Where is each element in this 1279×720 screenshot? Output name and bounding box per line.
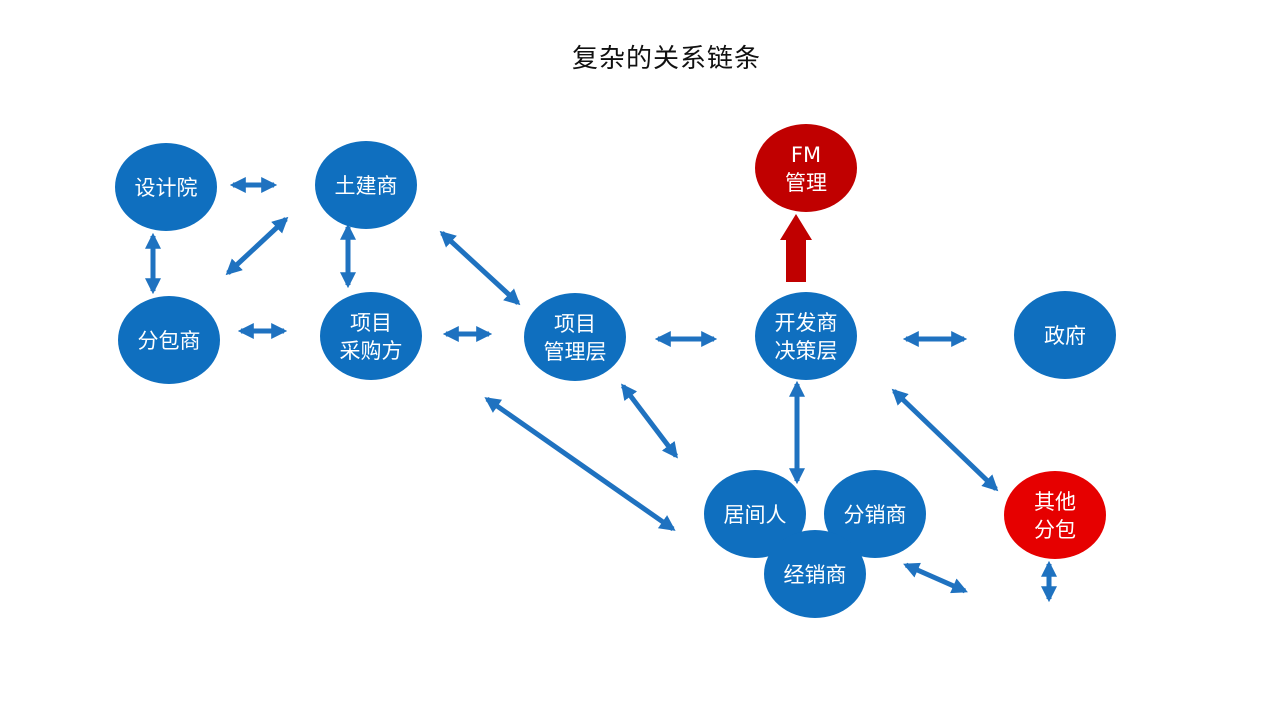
arrow-procurement-distributors [484,396,676,532]
node-label: 分销商 [844,503,907,527]
node-fm-management: FM 管理 [755,124,857,212]
node-label: 开发商 [775,311,838,335]
arrow-civil-management [439,230,521,306]
node-civil-contractor: 土建商 [315,141,417,229]
node-other-subcontract: 其他 分包 [1004,471,1106,559]
node-label: 决策层 [775,339,838,363]
node-label: 采购方 [340,339,403,363]
node-subcontractor: 分包商 [118,296,220,384]
node-project-procurement: 项目 采购方 [320,292,422,380]
arrow-distributor-right [903,562,968,594]
page-title: 复杂的关系链条 [571,44,761,74]
node-government: 政府 [1014,291,1116,379]
node-broker: 居间人 [704,470,806,558]
arrow-civil-subcontractor-diagonal [225,216,289,276]
node-label: 设计院 [135,176,198,200]
node-sub-distributor: 分销商 [824,470,926,558]
node-project-management: 项目 管理层 [524,293,626,381]
connectors [144,176,1058,603]
node-design-institute: 设计院 [115,143,217,231]
node-label: 政府 [1044,324,1086,348]
node-developer-decision: 开发商 决策层 [755,292,857,380]
node-label: 项目 [350,311,392,335]
node-label: 分包商 [138,329,201,353]
arrow-developer-other [891,388,999,492]
node-label: 居间人 [724,503,787,527]
node-label: 分包 [1034,518,1076,542]
node-label: 经销商 [784,563,847,587]
node-label: 土建商 [335,174,398,198]
node-label: FM [791,143,821,167]
node-label: 其他 [1034,490,1076,514]
node-label: 管理 [785,171,827,195]
node-label: 项目 [554,312,596,336]
arrow-management-broker [621,383,678,459]
node-distributor: 经销商 [764,530,866,618]
node-label: 管理层 [544,340,607,364]
upward-arrow-to-fm [780,214,812,282]
